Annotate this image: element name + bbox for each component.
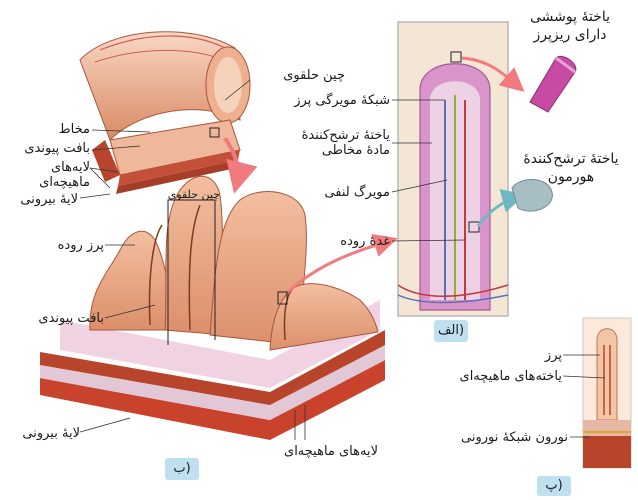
label-outer-layer-top: لایهٔ بیرونی (6, 192, 78, 207)
villus-detail (398, 22, 520, 316)
label-villus-b: پرز روده (30, 238, 104, 253)
label-muscle-cells-p: یاخته‌های ماهیچه‌ای (420, 369, 562, 384)
label-connective-top: بافت پیوندی (4, 141, 90, 156)
label-capillary-net: شبکهٔ مویرگی پرز (286, 93, 390, 108)
label-lymph: مویرگ لنفی (300, 185, 390, 200)
label-muscle-layers-b: لایه‌های ماهیچه‌ای (258, 444, 378, 459)
label-mucosa: مخاط (28, 122, 90, 137)
label-neuron-net-p: نورون شبکهٔ نورونی (436, 430, 568, 445)
panel-tag-b: ب) (165, 458, 199, 480)
label-mucus-cell: یاختهٔ ترشح‌کنندهٔ مادهٔ مخاطی (282, 128, 390, 158)
label-villus-p: پرز (500, 348, 562, 363)
panel-tag-a: الف) (434, 320, 468, 342)
label-circular-fold-b: چین حلقوی (150, 187, 220, 202)
intestine-tube (80, 32, 250, 194)
label-circular-fold-top: چین حلقوی (255, 68, 345, 83)
label-outer-layer-b: لایهٔ بیرونی (6, 426, 80, 441)
label-epithelial: یاختهٔ پوششی دارای ریزپرز (508, 8, 632, 44)
label-gland: غدهٔ روده (300, 234, 390, 249)
panel-tag-p: پ) (537, 476, 571, 496)
label-muscle-layers-top: لایه‌های ماهیچه‌ای (10, 160, 90, 190)
villus-muscle-detail (583, 318, 631, 468)
villi-block (40, 176, 392, 440)
label-hormone-cell: یاختهٔ ترشح‌کنندهٔ هورمون (508, 150, 634, 186)
label-connective-b: بافت پیوندی (16, 311, 104, 326)
epithelial-cell-illustration (530, 56, 576, 112)
